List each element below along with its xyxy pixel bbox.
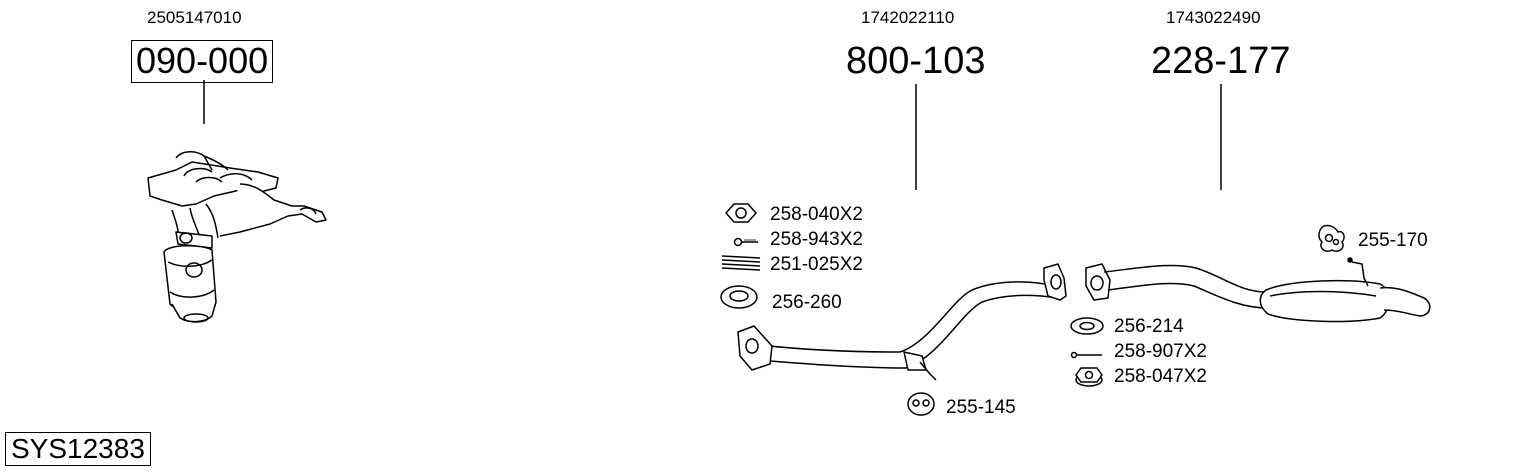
system-id-label: SYS12383 (5, 432, 151, 466)
fitting-label-hanger: 255-170 (1358, 230, 1428, 251)
fitting-label-rubber-mount: 255-145 (946, 397, 1016, 418)
nut-icon (724, 203, 758, 223)
hanger-icon (1318, 224, 1345, 253)
part-number-front-pipe: 800-103 (846, 40, 986, 82)
part-number-manifold: 090-000 (131, 40, 274, 83)
fitting-label-nut: 258-040X2 (770, 204, 863, 225)
oe-number-rear-silencer: 1743022490 (1166, 8, 1261, 27)
manifold-catalyst-drawing (147, 151, 327, 323)
bolt-icon (1070, 351, 1102, 359)
rubber-mount-icon (907, 392, 935, 416)
flange-nut-icon (1075, 367, 1103, 387)
spring-icon (721, 255, 761, 271)
fitting-label-flange-nut: 258-047X2 (1114, 366, 1207, 387)
oe-number-front-pipe: 1742022110 (861, 8, 955, 27)
fitting-label-gasket: 256-214 (1114, 316, 1184, 337)
fitting-label-bolt-2: 258-907X2 (1114, 341, 1207, 362)
gasket-icon (1070, 317, 1104, 335)
rear-silencer-drawing (1085, 257, 1431, 323)
sealing-ring-icon (720, 285, 758, 309)
fitting-label-sealing-ring: 256-260 (772, 292, 842, 313)
part-number-rear-silencer: 228-177 (1151, 40, 1291, 82)
oe-number-manifold: 2505147010 (147, 8, 242, 27)
fitting-label-bolt: 258-943X2 (770, 229, 863, 250)
front-pipe-drawing (737, 263, 1067, 381)
bolt-icon (733, 237, 758, 247)
fitting-label-spring: 251-025X2 (770, 254, 863, 275)
